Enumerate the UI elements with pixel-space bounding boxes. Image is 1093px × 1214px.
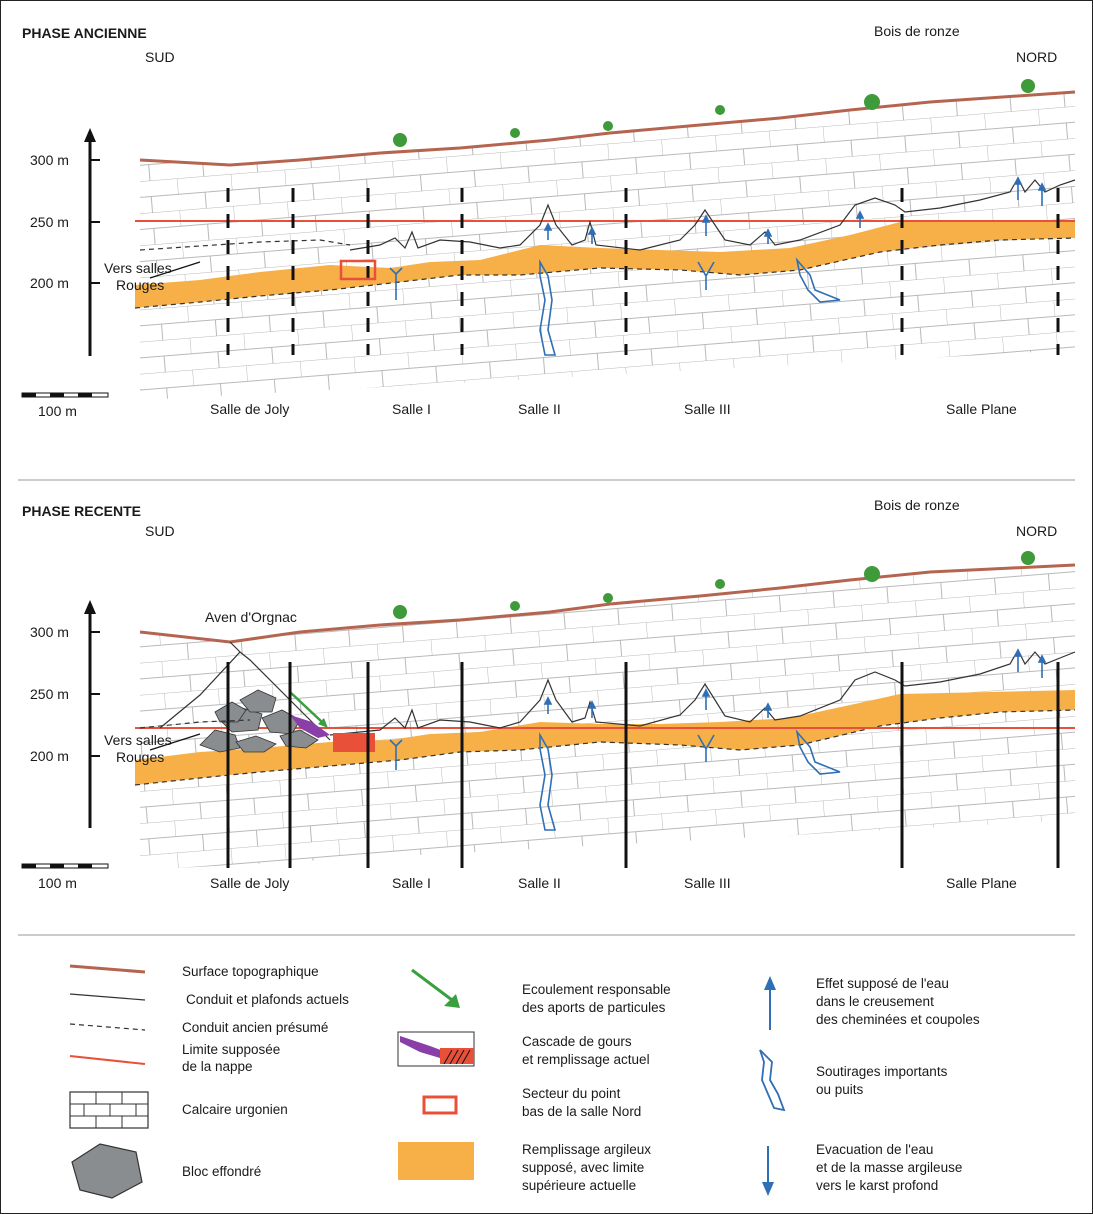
up-arrow-icon <box>764 976 776 1030</box>
legend-text: supposé, avec limite <box>522 1160 644 1175</box>
legend-text: Conduit ancien présumé <box>182 1020 328 1035</box>
elevation-axis-arrow <box>84 128 96 142</box>
up-arrows <box>543 176 1047 244</box>
trees <box>393 551 1035 619</box>
conduit-line <box>329 648 1076 736</box>
legend-text: vers le karst profond <box>816 1178 938 1193</box>
panel-phase-recente: PHASE RECENTE SUD Bois de ronze NORD Ave… <box>21 497 1076 891</box>
legend-text: Soutirages importants <box>816 1064 948 1079</box>
cascade <box>290 715 330 738</box>
conduit-line-icon <box>69 993 146 1001</box>
legend-text: des aports de particules <box>522 1000 666 1015</box>
ancient-conduit <box>139 239 351 251</box>
legend-text: Remplissage argileux <box>522 1142 651 1157</box>
flow-arrow <box>289 691 323 723</box>
clay-filling <box>135 690 1075 785</box>
scale-bar <box>21 392 109 398</box>
legend-text: Bloc effondré <box>182 1164 261 1179</box>
legend-text: Effet supposé de l'eau <box>816 976 949 991</box>
room-salle-iii: Salle III <box>684 401 731 417</box>
legend-text: Evacuation de l'eau <box>816 1142 933 1157</box>
red-rect-icon <box>422 1095 458 1115</box>
shafts <box>389 257 841 356</box>
legend-text: dans le creusement <box>816 994 934 1009</box>
aven-label: Aven d'Orgnac <box>205 609 297 625</box>
ancient-conduit <box>139 719 251 729</box>
legend-text: Cascade de gours <box>522 1034 632 1049</box>
shafts <box>389 729 841 831</box>
north-label: NORD <box>1016 49 1057 65</box>
side-note-line1: Vers salles <box>104 260 172 276</box>
side-note-line2: Rouges <box>116 277 164 293</box>
legend-text: Limite supposée <box>182 1042 280 1057</box>
legend-text: et remplissage actuel <box>522 1052 650 1067</box>
north-label: NORD <box>1016 523 1057 539</box>
conduit-line <box>349 176 1076 251</box>
room-salle-plane: Salle Plane <box>946 401 1017 417</box>
dashed-line-icon <box>69 1023 146 1031</box>
elevation-200: 200 m <box>30 748 69 764</box>
elevation-300: 300 m <box>30 624 69 640</box>
panel-title: PHASE RECENTE <box>22 503 141 519</box>
legend: Surface topographique Conduit et plafond… <box>69 964 980 1199</box>
room-salle-de-joly: Salle de Joly <box>210 875 289 891</box>
scale-label: 100 m <box>38 403 77 419</box>
legend-text: Secteur du point <box>522 1086 621 1101</box>
forest-label: Bois de ronze <box>874 497 960 513</box>
up-arrows <box>543 648 1047 718</box>
legend-text: Conduit et plafonds actuels <box>186 992 349 1007</box>
legend-text: Calcaire urgonien <box>182 1102 288 1117</box>
topography-line <box>139 563 1076 644</box>
cascade-icon <box>397 1031 475 1067</box>
water-table-line-icon <box>69 1055 146 1065</box>
scale-label: 100 m <box>38 875 77 891</box>
elevation-axis-arrow <box>84 600 96 614</box>
topography-line-icon <box>69 964 146 974</box>
legend-text: supérieure actuelle <box>522 1178 636 1193</box>
elevation-250: 250 m <box>30 214 69 230</box>
forest-label: Bois de ronze <box>874 23 960 39</box>
fallen-block-icon <box>71 1143 143 1199</box>
side-note-line2: Rouges <box>116 749 164 765</box>
scale-bar <box>21 863 109 869</box>
room-salle-i: Salle I <box>392 401 431 417</box>
trees <box>393 79 1035 147</box>
low-point-sector-rect <box>339 259 377 281</box>
clay-filling <box>135 220 1075 308</box>
elevation-300: 300 m <box>30 152 69 168</box>
solid-markers <box>226 662 1060 868</box>
elevation-200: 200 m <box>30 275 69 291</box>
legend-text: Surface topographique <box>182 964 319 979</box>
green-arrow-icon <box>411 968 460 1008</box>
room-salle-plane: Salle Plane <box>946 875 1017 891</box>
room-salle-iii: Salle III <box>684 875 731 891</box>
legend-text: bas de la salle Nord <box>522 1104 641 1119</box>
elevation-250: 250 m <box>30 686 69 702</box>
legend-text: ou puits <box>816 1082 864 1097</box>
legend-text: Ecoulement responsable <box>522 982 671 997</box>
side-note-line1: Vers salles <box>104 732 172 748</box>
topography-line <box>139 90 1076 167</box>
shaft-icon <box>759 1049 786 1112</box>
fallen-blocks <box>199 689 319 753</box>
low-point-sector-rect <box>333 733 375 752</box>
panel-title: PHASE ANCIENNE <box>22 25 147 41</box>
room-salle-i: Salle I <box>392 875 431 891</box>
down-arrow-icon <box>762 1146 774 1196</box>
legend-text: de la nappe <box>182 1059 253 1074</box>
aven-cone <box>159 641 331 741</box>
clay-fill-icon <box>398 1142 474 1180</box>
south-label: SUD <box>145 49 175 65</box>
room-salle-ii: Salle II <box>518 875 561 891</box>
dashed-markers <box>226 188 1060 355</box>
legend-text: et de la masse argileuse <box>816 1160 962 1175</box>
room-salle-de-joly: Salle de Joly <box>210 401 289 417</box>
legend-text: des cheminées et coupoles <box>816 1012 980 1027</box>
south-label: SUD <box>145 523 175 539</box>
limestone-block-icon <box>69 1091 149 1129</box>
panel-phase-ancienne: PHASE ANCIENNE SUD Bois de ronze NORD <box>21 23 1076 419</box>
clay-lower-dashed <box>134 237 1076 309</box>
room-salle-ii: Salle II <box>518 401 561 417</box>
